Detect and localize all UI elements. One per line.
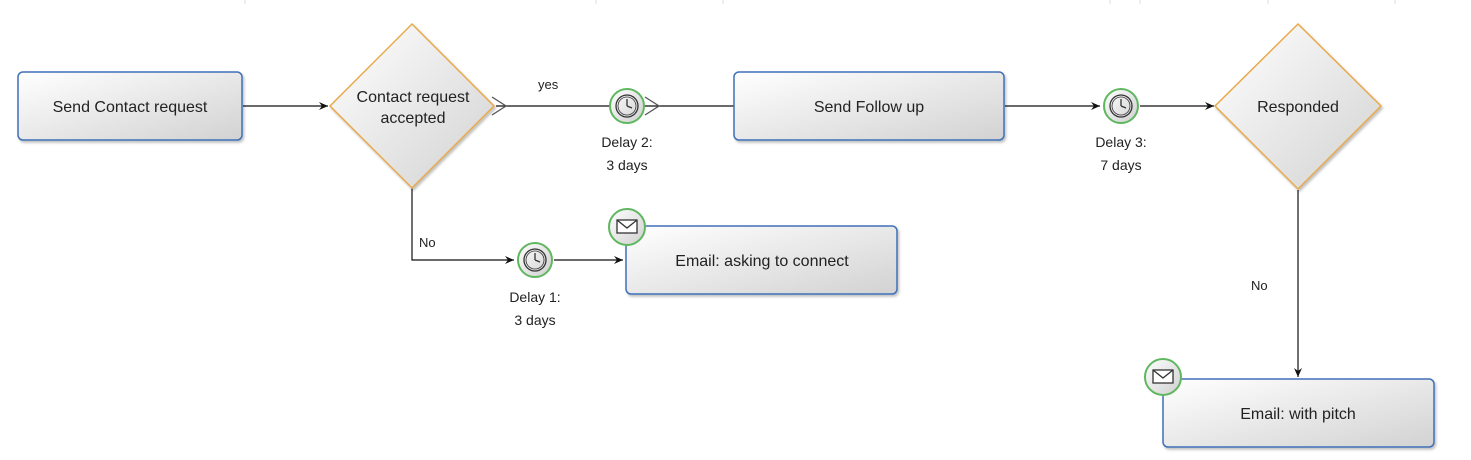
timer-event-delay2[interactable] — [609, 88, 645, 124]
task-label: Email: asking to connect — [675, 253, 849, 270]
timer-label-delay2-line2: 3 days — [606, 157, 647, 173]
timer-label-delay3-line1: Delay 3: — [1095, 134, 1146, 150]
task-send-contact-request[interactable]: Send Contact request — [17, 71, 243, 141]
gateway-responded[interactable]: Responded — [1213, 22, 1383, 191]
edge-label-yes: yes — [538, 77, 559, 92]
chevron-arrowhead-gateway — [491, 96, 508, 116]
edge-label-no-right: No — [1251, 278, 1268, 293]
gateway-label: Responded — [1257, 99, 1339, 116]
timer-label-delay2-line1: Delay 2: — [601, 134, 652, 150]
top-grid-ticks — [244, 0, 1396, 4]
task-email-asking-to-connect[interactable]: Email: asking to connect — [625, 225, 898, 295]
gateway-label-line1: Contact request — [357, 89, 471, 106]
gateway-label-line2: accepted — [381, 110, 446, 127]
task-label: Email: with pitch — [1240, 406, 1356, 423]
chevron-arrowhead-delay2 — [644, 96, 661, 116]
edge-label-no-lower: No — [419, 235, 436, 250]
clock-icon — [523, 248, 547, 272]
timer-label-delay1-line2: 3 days — [514, 312, 555, 328]
task-label: Send Contact request — [53, 99, 208, 116]
edge-gateway-no-to-delay1 — [411, 188, 514, 264]
task-email-with-pitch[interactable]: Email: with pitch — [1162, 378, 1435, 448]
email-event-connect — [608, 208, 646, 246]
timer-label-delay1-line1: Delay 1: — [509, 289, 560, 305]
connectors — [243, 102, 1302, 377]
email-event-pitch — [1144, 358, 1182, 396]
task-send-follow-up[interactable]: Send Follow up — [733, 71, 1005, 141]
envelope-icon — [616, 219, 638, 234]
clock-icon — [1109, 94, 1133, 118]
timer-event-delay3[interactable] — [1103, 88, 1139, 124]
task-label: Send Follow up — [814, 99, 924, 116]
timer-event-delay1[interactable] — [517, 242, 553, 278]
timer-label-delay3-line2: 7 days — [1100, 157, 1141, 173]
clock-icon — [615, 94, 639, 118]
gateway-contact-request-accepted[interactable]: Contact request accepted — [328, 22, 496, 190]
envelope-icon — [1152, 369, 1174, 384]
